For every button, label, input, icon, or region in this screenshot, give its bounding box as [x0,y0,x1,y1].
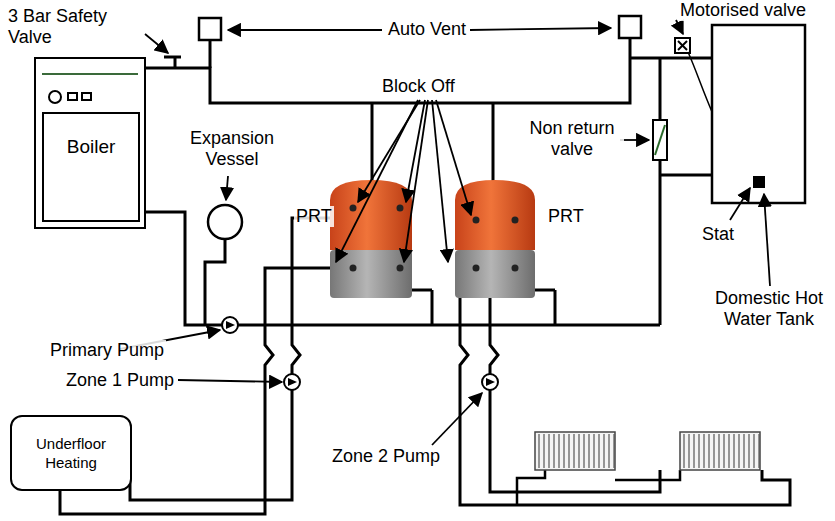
radiator-fin [708,434,709,468]
radiator-fin [743,434,744,468]
radiator-fin [698,434,699,468]
radiator-fin [583,434,584,468]
radiator-fin [728,434,729,468]
radiator-fin [693,434,694,468]
radiator-fin [538,434,539,468]
underfloor-box: Underfloor Heating [10,415,132,491]
radiator-fin [683,434,684,468]
radiator-fin [543,434,544,468]
radiator-fin [563,434,564,468]
radiator-fin [753,434,754,468]
radiator-fin [598,434,599,468]
radiator-fin [548,434,549,468]
node-text: Boiler [61,136,122,158]
vessel-label: Expansion Vessel [180,128,284,170]
radiator-fin [748,434,749,468]
pump-label: Zone 1 Pump [64,370,176,391]
pump-label: Primary Pump [48,340,166,361]
radiator-fin [688,434,689,468]
valve-label: 3 Bar Safety Valve [6,6,140,48]
radiator-fin [738,434,739,468]
tank-label: Domestic Hot Water Tank [707,288,831,330]
radiator-fin [558,434,559,468]
stat-label: Stat [700,224,736,245]
radiator-fin [758,434,759,468]
block-off-label: Block Off [380,76,457,97]
radiator-fin [713,434,714,468]
radiator-fin [613,434,614,468]
radiator-fin [578,434,579,468]
radiator-fin [553,434,554,468]
boiler-panel: Boiler [42,112,140,222]
vent-label: Auto Vent [386,19,468,40]
radiator-fin [733,434,734,468]
radiator-fin [723,434,724,468]
prt-label: PRT [546,206,586,227]
radiator-fin [718,434,719,468]
valve-label: Non return valve [520,118,624,160]
radiator-fin [573,434,574,468]
node-text: Underfloor Heating [12,434,130,472]
radiator-fin [593,434,594,468]
radiator-fin [603,434,604,468]
prt-label: PRT [294,206,334,227]
valve-label: Motorised valve [678,0,808,21]
radiator-fin [703,434,704,468]
radiator-fin [568,434,569,468]
radiator-fin [608,434,609,468]
radiator-fin [588,434,589,468]
pump-label: Zone 2 Pump [330,446,442,467]
